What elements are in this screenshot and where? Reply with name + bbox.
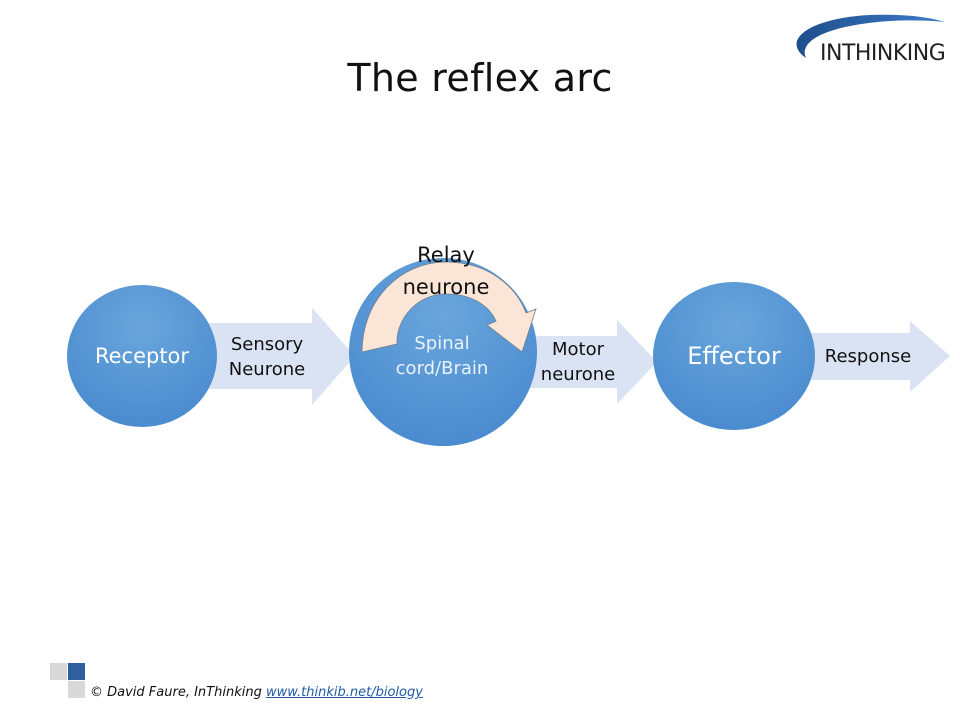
footer-square-light-2 [68,681,85,698]
sensory-neurone-arrow: Sensory Neurone [190,308,355,405]
relay-label-2: neurone [403,275,490,299]
spinal-cord-node: Spinal cord/Brain Relay neurone [349,243,537,446]
logo-swoosh-icon [796,14,945,58]
response-arrow: Response [790,321,950,392]
footer-square-light-1 [50,663,67,680]
sensory-label-2: Neurone [229,359,305,380]
effector-label: Effector [687,342,781,370]
sensory-label-1: Sensory [231,334,304,355]
motor-neurone-arrow: Motor neurone [520,320,657,404]
logo-text: INTHINKING [820,41,945,66]
motor-label-1: Motor [552,339,605,360]
relay-neurone-arrow [361,261,537,353]
footer-credit: © David Faure, InThinking www.thinkib.ne… [90,685,423,700]
inthinking-logo: INTHINKING [796,14,946,66]
response-label: Response [825,346,911,367]
footer-square-dark [68,663,85,680]
receptor-label: Receptor [95,344,189,368]
relay-label-1: Relay [417,243,475,267]
copyright-text: © David Faure, InThinking [90,685,266,700]
slide-title: The reflex arc [347,56,613,100]
effector-node: Effector [653,282,815,430]
biology-link[interactable]: www.thinkib.net/biology [265,685,423,700]
spinal-label-2: cord/Brain [396,358,489,379]
motor-label-2: neurone [541,364,615,385]
receptor-node: Receptor [67,285,217,427]
spinal-label-1: Spinal [414,333,469,354]
